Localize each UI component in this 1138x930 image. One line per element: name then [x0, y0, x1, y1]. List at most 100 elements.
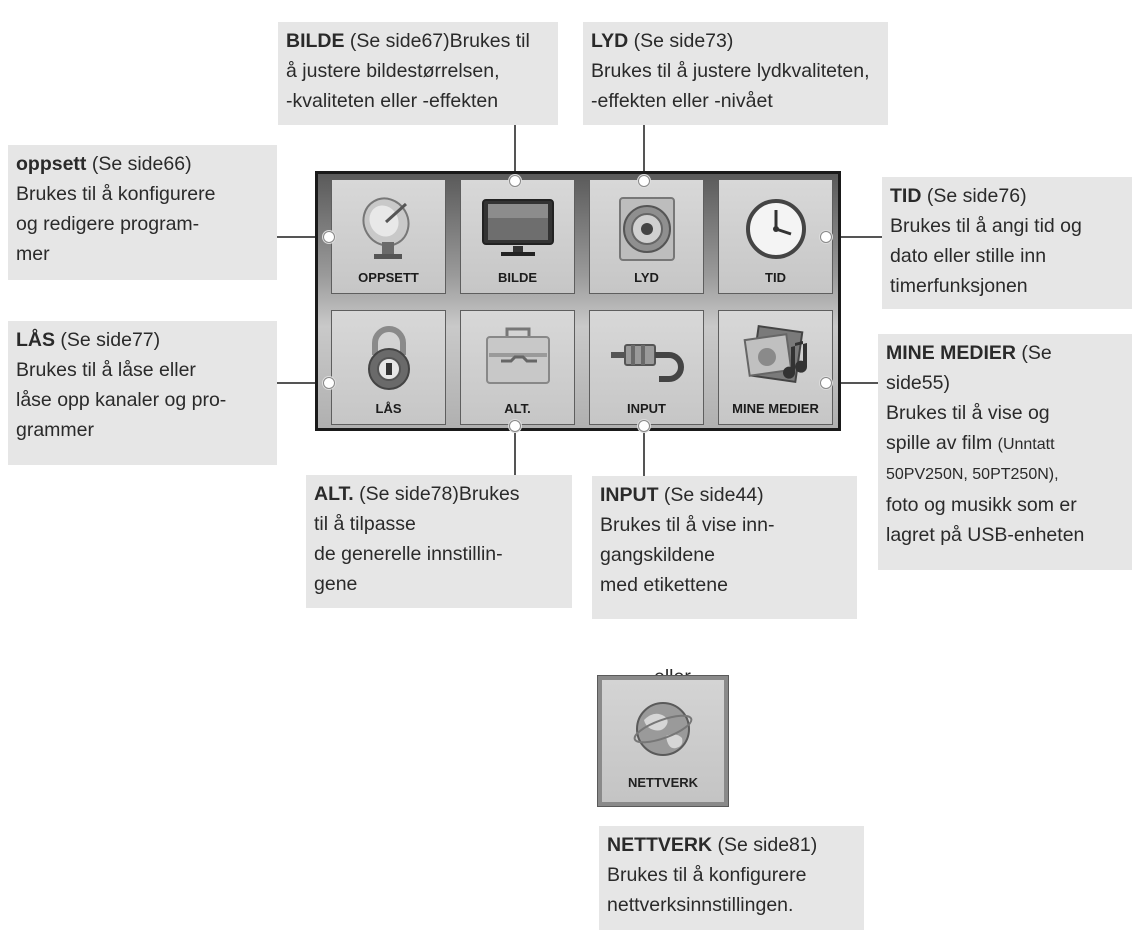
callout-title: NETTVERK: [607, 834, 713, 856]
menu-tile-oppsett[interactable]: OPPSETT: [331, 179, 446, 294]
callout-text: side55): [886, 372, 950, 394]
connector-dot: [509, 175, 521, 187]
connector-dot: [820, 377, 832, 389]
callout-text: låse opp kanaler og pro-: [16, 389, 227, 411]
connector-line: [514, 125, 516, 180]
callout-title: oppsett: [16, 153, 87, 175]
callout-lyd: LYD (Se side73) Brukes til å justere lyd…: [583, 22, 888, 125]
callout-title: BILDE: [286, 30, 345, 52]
callout-ref: (Se side76): [921, 185, 1027, 207]
menu-tile-nettverk[interactable]: NETTVERK: [597, 675, 729, 807]
tile-label: TID: [765, 270, 786, 285]
callout-oppsett: oppsett (Se side66) Brukes til å konfigu…: [8, 145, 277, 280]
callout-text: -effekten eller -nivået: [591, 90, 773, 112]
callout-title: LÅS: [16, 329, 55, 351]
callout-text: Brukes til å vise inn-: [600, 514, 775, 536]
connector-dot: [638, 175, 650, 187]
tile-label: LYD: [634, 270, 659, 285]
callout-text: til å tilpasse: [314, 513, 416, 535]
menu-tile-alt[interactable]: ALT.: [460, 310, 575, 425]
callout-text: Brukes til å angi tid og: [890, 215, 1082, 237]
tile-label: OPPSETT: [358, 270, 419, 285]
callout-text: (Unntatt: [997, 436, 1055, 453]
callout-text: med etikettene: [600, 574, 728, 596]
callout-laas: LÅS (Se side77) Brukes til å låse eller …: [8, 321, 277, 465]
media-icon: [743, 325, 807, 383]
callout-text: dato eller stille inn: [890, 245, 1047, 267]
callout-ref: (Se side66): [86, 153, 192, 175]
callout-title: LYD: [591, 30, 629, 52]
callout-text: Brukes til å låse eller: [16, 359, 196, 381]
menu-panel: OPPSETT BILDE LYD TID: [315, 171, 841, 431]
connector-line: [826, 382, 878, 384]
callout-ref: (Se side67): [344, 30, 450, 52]
connector-dot: [509, 420, 521, 432]
callout-ref: (Se: [1016, 342, 1052, 364]
callout-text: Brukes til å justere lydkvaliteten,: [591, 60, 870, 82]
connector-line: [643, 125, 645, 180]
callout-text: Brukes til å konfigurere: [16, 183, 216, 205]
callout-ref: (Se side78): [353, 483, 459, 505]
callout-mine-medier: MINE MEDIER (Se side55) Brukes til å vis…: [878, 334, 1132, 570]
menu-tile-mine-medier[interactable]: MINE MEDIER: [718, 310, 833, 425]
connector-line: [277, 236, 329, 238]
cable-plug-icon: [610, 344, 684, 382]
toolbox-icon: [485, 327, 550, 384]
callout-text: Brukes til å konfigurere: [607, 864, 807, 886]
menu-tile-laas[interactable]: LÅS: [331, 310, 446, 425]
callout-title: ALT.: [314, 483, 354, 505]
callout-text: foto og musikk som er: [886, 494, 1077, 516]
tile-label: BILDE: [498, 270, 537, 285]
callout-text: lagret på USB-enheten: [886, 524, 1085, 546]
callout-nettverk: NETTVERK (Se side81) Brukes til å konfig…: [599, 826, 864, 930]
callout-text: Brukes til: [449, 30, 530, 52]
callout-text: og redigere program-: [16, 213, 200, 235]
tv-icon: [481, 199, 554, 256]
callout-text: Brukes til å vise og: [886, 402, 1050, 424]
callout-title: MINE MEDIER: [886, 342, 1017, 364]
connector-line: [826, 236, 882, 238]
callout-ref: (Se side44): [658, 484, 764, 506]
menu-tile-tid[interactable]: TID: [718, 179, 833, 294]
speaker-icon: [618, 197, 675, 261]
callout-tid: TID (Se side76) Brukes til å angi tid og…: [882, 177, 1132, 309]
tile-label: NETTVERK: [627, 775, 699, 790]
callout-ref: (Se side73): [628, 30, 734, 52]
tile-label: MINE MEDIER: [732, 401, 819, 416]
callout-text: -kvaliteten eller -effekten: [286, 90, 499, 112]
connector-dot: [323, 377, 335, 389]
tile-label: LÅS: [375, 401, 402, 416]
callout-text: å justere bildestørrelsen,: [286, 60, 500, 82]
callout-text: spille av film: [886, 432, 998, 454]
callout-text: 50PV250N, 50PT250N),: [886, 466, 1059, 483]
callout-ref: (Se side77): [55, 329, 161, 351]
globe-icon: [633, 702, 693, 756]
tile-label: INPUT: [627, 401, 666, 416]
connector-line: [514, 425, 516, 475]
menu-tile-input[interactable]: INPUT: [589, 310, 704, 425]
menu-tile-lyd[interactable]: LYD: [589, 179, 704, 294]
callout-input: INPUT (Se side44) Brukes til å vise inn-…: [592, 476, 857, 619]
connector-dot: [820, 231, 832, 243]
clock-icon: [745, 199, 806, 259]
callout-text: timerfunksjonen: [890, 275, 1028, 297]
callout-text: Brukes: [458, 483, 520, 505]
callout-title: TID: [890, 185, 922, 207]
connector-line: [277, 382, 329, 384]
connector-line: [643, 425, 645, 476]
menu-tile-bilde[interactable]: BILDE: [460, 179, 575, 294]
tile-label: ALT.: [504, 401, 531, 416]
connector-dot: [638, 420, 650, 432]
padlock-icon: [367, 326, 410, 390]
callout-text: nettverksinnstillingen.: [607, 894, 794, 916]
callout-text: mer: [16, 243, 50, 265]
connector-dot: [323, 231, 335, 243]
callout-ref: (Se side81): [712, 834, 818, 856]
callout-title: INPUT: [600, 484, 659, 506]
callout-bilde: BILDE (Se side67)Brukes til å justere bi…: [278, 22, 558, 125]
callout-alt: ALT. (Se side78)Brukes til å tilpasse de…: [306, 475, 572, 608]
callout-text: grammer: [16, 419, 95, 441]
satellite-dish-icon: [361, 197, 410, 259]
callout-text: gangskildene: [600, 544, 715, 566]
callout-text: de generelle innstillin-: [314, 543, 503, 565]
